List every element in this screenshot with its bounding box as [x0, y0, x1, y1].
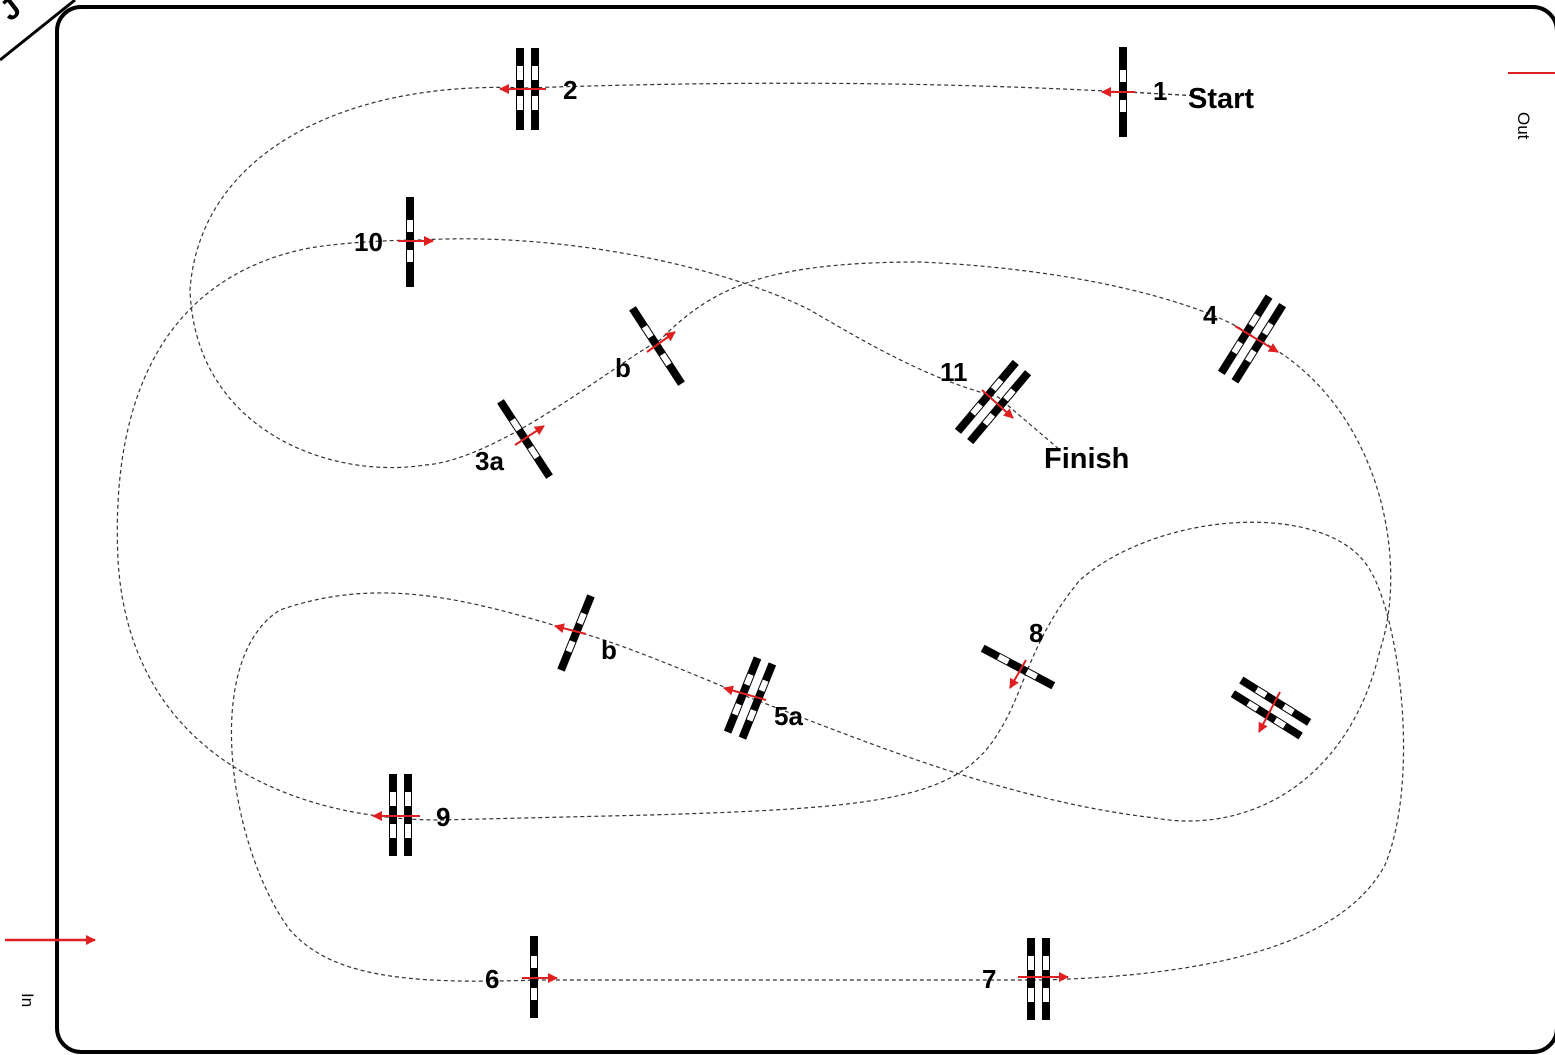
direction-arrow: [1258, 691, 1281, 733]
direction-arrow: [646, 331, 676, 353]
entrance-marker: In: [5, 935, 96, 1007]
start-label: Start: [1188, 83, 1254, 115]
corner-stamp-text: J: [0, 0, 27, 28]
finish-label: Finish: [1044, 443, 1129, 475]
obstacle-9: 9: [372, 774, 450, 856]
obstacle-number: 10: [354, 227, 383, 257]
obstacle-5b-label: b: [601, 635, 617, 665]
obstacle-8-label: 8: [1029, 618, 1043, 648]
obstacle-number: 1: [1153, 76, 1167, 106]
direction-arrow: [554, 623, 587, 635]
obstacle-2: 2: [499, 48, 577, 130]
obstacle-number: 9: [436, 802, 450, 832]
obstacle-number: 2: [563, 75, 577, 105]
direction-arrow: [1009, 659, 1027, 689]
obstacle-4: [1217, 294, 1287, 384]
obstacle-3a-label: 3a: [475, 446, 504, 476]
obstacle-3b-label: b: [615, 353, 631, 383]
obstacle-5b: [557, 594, 595, 672]
obstacle-10: 10: [354, 197, 434, 287]
out-label: Out: [1514, 112, 1533, 140]
direction-arrow: [723, 685, 767, 701]
obstacle-11: [954, 359, 1032, 445]
direction-arrow: [1234, 325, 1279, 353]
obstacle-8: [980, 644, 1056, 690]
start-marker: Start: [1129, 83, 1254, 115]
obstacle-5a: [723, 656, 777, 740]
obstacle-4-label: 4: [1203, 300, 1218, 330]
obstacle-5a-label: 5a: [774, 701, 803, 731]
direction-arrow: [981, 389, 1014, 419]
exit-marker: Out: [1508, 72, 1555, 140]
arena-boundary: [55, 5, 1555, 1054]
obstacle-11-label: 11: [940, 357, 968, 387]
obstacle-number: 6: [485, 964, 499, 994]
obstacle-1: 1: [1101, 47, 1167, 137]
in-label: In: [18, 993, 37, 1007]
corner-stamp: J: [0, 0, 76, 62]
obstacle-number: 7: [982, 964, 996, 994]
obstacle-7: 7: [982, 938, 1069, 1020]
obstacle-6: 6: [485, 936, 558, 1018]
direction-arrow: [514, 425, 545, 446]
course-path: [116, 82, 1405, 982]
